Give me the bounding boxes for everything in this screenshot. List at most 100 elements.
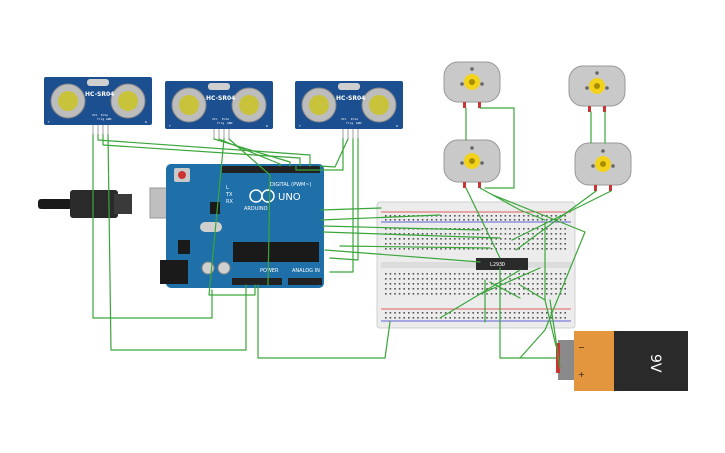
breadboard-hole [403,312,405,314]
breadboard-hole [546,283,548,285]
breadboard-hole [408,293,410,295]
breadboard-hole [403,233,405,235]
sensor-2-pin-trig: Trig [217,121,224,125]
breadboard-hole [394,219,396,221]
dc-motor-4 [574,142,632,191]
breadboard-hole [564,233,566,235]
breadboard-hole [532,243,534,245]
breadboard-hole [431,312,433,314]
breadboard-hole [513,243,516,245]
wire [549,299,561,369]
breadboard-hole [463,288,465,290]
breadboard-hole [555,238,557,240]
breadboard-hole [458,248,461,250]
breadboard-hole [467,288,470,290]
breadboard-hole [403,273,405,275]
breadboard-hole [481,228,484,230]
breadboard-hole [490,317,493,319]
analog-pins-label: ANALOG IN [292,268,320,274]
wire [213,138,291,167]
sensor-1-label: HC-SR04 [85,91,114,98]
breadboard-hole [546,293,548,295]
dc-motor-2 [568,65,626,112]
breadboard-hole [536,288,539,290]
breadboard-hole [398,283,401,285]
breadboard-hole [523,219,525,221]
breadboard-hole [555,278,557,280]
breadboard-hole [472,248,474,250]
breadboard-hole [513,288,516,290]
breadboard-hole [431,317,433,319]
breadboard-hole [421,288,424,290]
breadboard-hole [385,248,387,250]
wire [208,138,256,296]
breadboard-hole [532,233,534,235]
breadboard-hole [555,233,557,235]
breadboard-hole [559,288,562,290]
breadboard-hole [527,233,530,235]
breadboard-hole [426,248,428,250]
sensor-2-label: HC-SR04 [206,95,235,102]
breadboard-hole [431,293,433,295]
breadboard-hole [417,233,419,235]
wire [477,267,541,296]
breadboard-hole [431,233,433,235]
breadboard-hole [546,243,548,245]
breadboard-hole [504,219,507,221]
breadboard-hole [527,317,530,319]
breadboard-hole [454,243,456,245]
breadboard-hole [449,248,451,250]
breadboard-hole [504,288,507,290]
breadboard-hole [509,278,511,280]
breadboard-hole [431,238,433,240]
breadboard-hole [385,312,387,314]
breadboard-hole [481,283,484,285]
sensor-1-pin-vcc: VCC [92,113,98,117]
dc-power-jack [160,260,188,284]
breadboard-hole [385,317,387,319]
breadboard-hole [440,273,442,275]
breadboard-hole [408,219,410,221]
breadboard-hole [546,238,548,240]
wire [322,231,501,239]
breadboard-hole [504,273,507,275]
breadboard-hole [467,233,470,235]
breadboard-hole [541,243,543,245]
breadboard-hole [463,233,465,235]
breadboard-hole [412,248,415,250]
breadboard-hole [541,215,543,217]
breadboard-hole [463,248,465,250]
breadboard-hole [426,293,428,295]
breadboard-hole [467,283,470,285]
breadboard-hole [449,233,451,235]
breadboard-hole [559,228,562,230]
breadboard-hole [559,219,562,221]
breadboard-hole [509,317,511,319]
breadboard-hole [426,243,428,245]
breadboard-hole [518,238,520,240]
breadboard-hole [546,273,548,275]
breadboard-hole [408,248,410,250]
breadboard-hole [527,273,530,275]
breadboard-hole [513,317,516,319]
breadboard-hole [454,219,456,221]
breadboard-hole [463,283,465,285]
breadboard-hole [431,288,433,290]
breadboard-hole [481,248,484,250]
breadboard-hole [458,233,461,235]
breadboard-hole [527,228,530,230]
breadboard-hole [555,288,557,290]
breadboard-hole [458,293,461,295]
reset-button[interactable] [178,171,186,179]
arduino-brand-label: ARDUINO [244,206,268,212]
breadboard-hole [440,293,442,295]
breadboard-hole [513,248,516,250]
breadboard-hole [518,317,520,319]
breadboard-hole [463,243,465,245]
breadboard-hole [518,248,520,250]
arduino-logo [249,189,275,203]
breadboard-hole [467,228,470,230]
breadboard-hole [444,312,447,314]
breadboard-hole [435,278,438,280]
breadboard-hole [504,243,507,245]
